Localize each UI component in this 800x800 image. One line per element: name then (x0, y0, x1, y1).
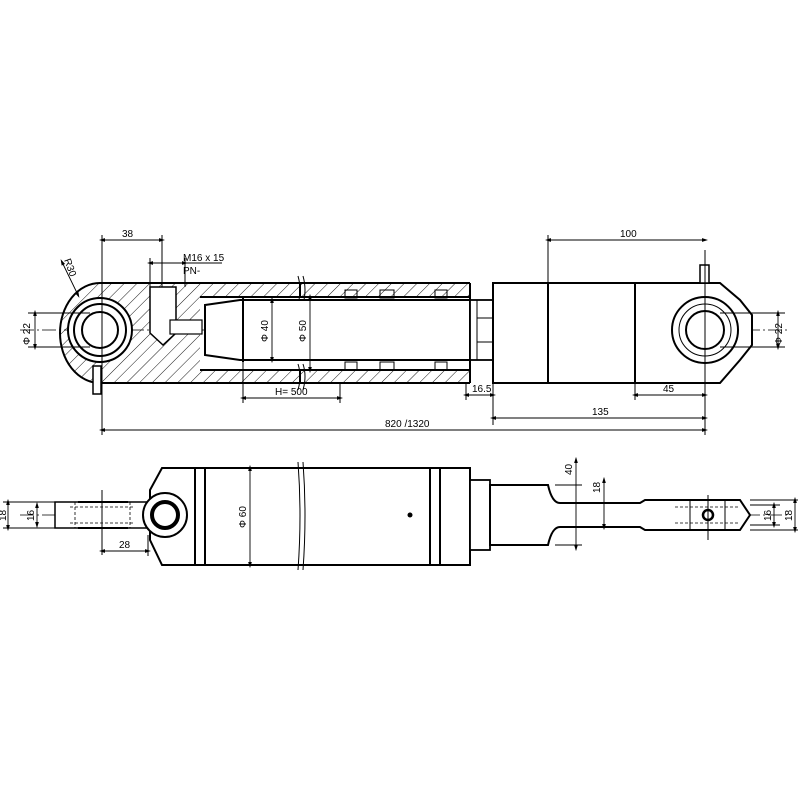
dim-16-left: 16 (26, 509, 37, 521)
dim-40: 40 (564, 463, 575, 475)
dia-60: Φ 60 (238, 506, 249, 528)
dim-16-right: 16 (763, 509, 774, 521)
piston-rod (204, 299, 471, 361)
seals (344, 289, 448, 371)
top-section-view: 38 M16 x 15 PN- R30 Φ 22 Φ 40 Φ 50 H= 50… (20, 229, 790, 435)
dia-40: Φ 40 (260, 320, 271, 342)
port-hole (407, 512, 413, 518)
break-lines-bottom (297, 461, 306, 571)
left-bore (81, 311, 119, 349)
stroke-h: H= 500 (275, 387, 308, 398)
dia-22-right: Φ 22 (774, 323, 785, 345)
dim-38: 38 (122, 229, 134, 240)
dim-16-5: 16.5 (472, 384, 492, 395)
thread-label: M16 x 15 (183, 253, 225, 264)
dim-28: 28 (119, 540, 131, 551)
thread-std-label: PN- (183, 266, 200, 277)
dim-18-mid: 18 (592, 481, 603, 493)
port-channel (169, 319, 203, 335)
left-bearing-ring (73, 303, 127, 357)
barrel-body (149, 467, 471, 566)
grease-nipple-left (92, 365, 102, 395)
bottom-side-view: 18 16 28 Φ 60 40 18 16 18 (0, 456, 798, 571)
rod-end-clevis (489, 484, 752, 546)
rod-nut (469, 299, 494, 361)
left-bearing-outer (67, 297, 133, 363)
total-length: 820 /1320 (385, 419, 430, 430)
port-m16 (149, 286, 177, 347)
dia-22-left: Φ 22 (22, 323, 33, 345)
break-lines (297, 275, 306, 391)
dia-50: Φ 50 (298, 320, 309, 342)
dim-135: 135 (592, 407, 609, 418)
dim-18-left: 18 (0, 509, 9, 521)
dim-45: 45 (663, 384, 675, 395)
radius-label: R30 (61, 257, 78, 278)
dim-18-right: 18 (784, 509, 795, 521)
dim-100: 100 (620, 229, 637, 240)
